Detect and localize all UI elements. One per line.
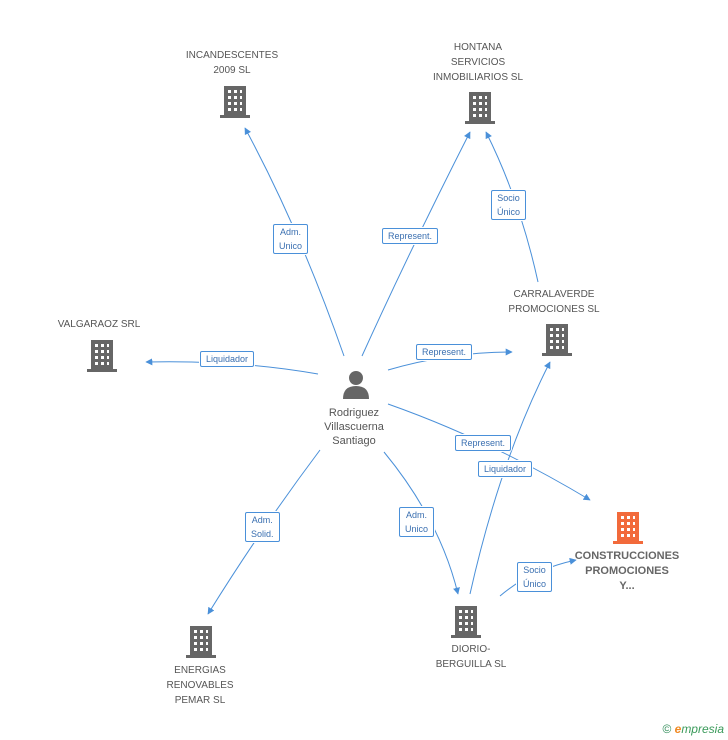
company-label-carralaverde[interactable]: CARRALAVERDE PROMOCIONES SL [508, 289, 600, 315]
edge-liquidador-carralaverde [469, 361, 551, 595]
company-label-valgaraoz[interactable]: VALGARAOZ SRL [57, 319, 141, 330]
company-label-diorio[interactable]: DIORIO- BERGUILLA SL [435, 644, 507, 670]
person-icon[interactable] [343, 371, 369, 399]
person-label[interactable]: Rodriguez Villascuerna Santiago [324, 407, 384, 447]
relation-liquidador-valgaraoz: Liquidador [200, 351, 255, 367]
company-label-incandescentes[interactable]: INCANDESCENTES 2009 SL [185, 50, 279, 76]
copyright-icon: © [662, 722, 672, 736]
relation-adm-unico-diorio: Adm. Unico [399, 507, 435, 537]
relation-socio-unico-construcciones: Socio Único [517, 562, 553, 592]
company-label-energias[interactable]: ENERGIAS RENOVABLES PEMAR SL [166, 665, 234, 706]
relation-represent-construcciones: Represent. [455, 435, 512, 451]
relation-adm-solid-energias: Adm. Solid. [245, 512, 280, 542]
building-icon[interactable] [87, 340, 117, 372]
company-label-hontana[interactable]: HONTANA SERVICIOS INMOBILIARIOS SL [432, 42, 524, 83]
relation-liquidador-carralaverde: Liquidador [478, 461, 533, 477]
focus-building-icon[interactable] [613, 512, 643, 544]
relation-represent-hontana: Represent. [382, 228, 439, 244]
edge-represent-hontana [361, 131, 471, 357]
relation-represent-carralaverde: Represent. [416, 344, 473, 360]
footer-brand[interactable]: © empresia [662, 722, 724, 736]
building-icon[interactable] [542, 324, 572, 356]
relation-adm-unico-incandescentes: Adm. Unico [273, 224, 309, 254]
edge-represent-construcciones [387, 403, 591, 501]
building-icon[interactable] [465, 92, 495, 124]
relation-socio-unico-hontana: Socio Único [491, 190, 527, 220]
brand-name: mpresia [681, 722, 724, 736]
building-icon[interactable] [186, 626, 216, 658]
building-icon[interactable] [451, 606, 481, 638]
brand-logo-icon: e [674, 722, 682, 736]
company-label-construcciones[interactable]: CONSTRUCCIONES PROMOCIONES Y... [574, 550, 680, 592]
building-icon[interactable] [220, 86, 250, 118]
